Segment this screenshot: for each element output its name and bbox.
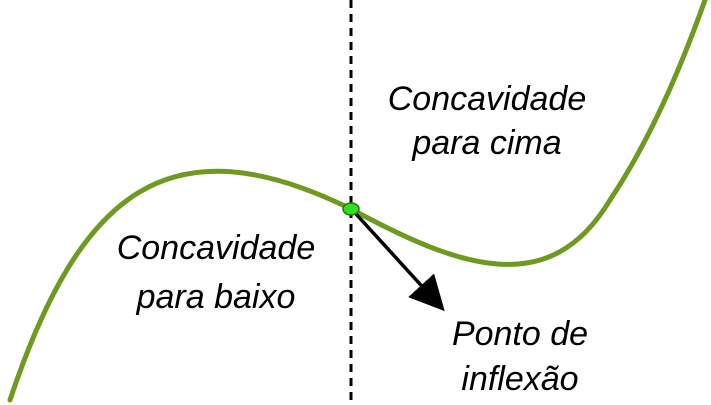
inflection-label-line1: Ponto de — [452, 315, 588, 353]
concave-up-label-line2: para cima — [411, 124, 561, 162]
concave-down-label-line1: Concavidade — [117, 229, 315, 267]
inflection-point — [342, 202, 360, 216]
concave-down-label-line2: para baixo — [136, 278, 296, 316]
cubic-curve — [7, 0, 708, 403]
concave-up-label-line1: Concavidade — [388, 80, 586, 118]
inflection-arrow — [354, 212, 445, 312]
inflection-label-line2: inflexão — [461, 360, 578, 398]
